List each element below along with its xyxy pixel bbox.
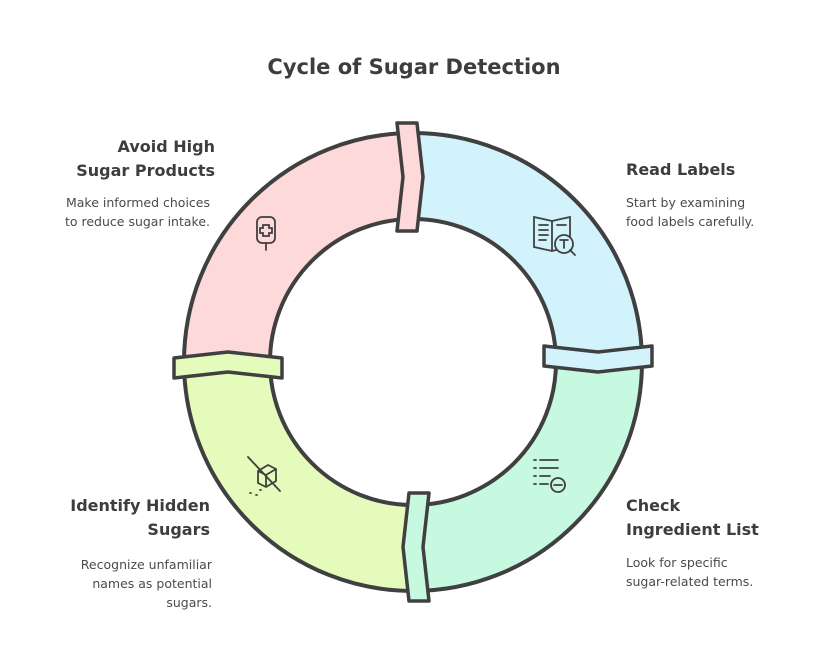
diagram-title: Cycle of Sugar Detection [267, 55, 561, 79]
desc-line: to reduce sugar intake. [64, 214, 210, 229]
desc-line: sugars. [166, 595, 212, 610]
inner-ring-outline [268, 217, 558, 507]
desc-line: Make informed choices [65, 195, 210, 210]
connector-chevron [172, 350, 284, 380]
connector-top [395, 121, 425, 233]
title-line: Check [626, 496, 681, 515]
connector-bottom [401, 491, 431, 603]
desc-line: names as potential [92, 576, 212, 591]
title-line: Read Labels [626, 160, 736, 179]
connector-chevron [395, 121, 425, 233]
title-line: Sugars [147, 520, 210, 539]
title-line: Avoid High [117, 137, 215, 156]
segment-avoid-high-sugar [184, 133, 413, 362]
list-minus-icon [533, 459, 566, 493]
step-read-labels-title: Read Labels [626, 158, 735, 182]
desc-line: food labels carefully. [626, 214, 755, 229]
connector-right [542, 344, 654, 374]
step-hidden-sugars-desc: Recognize unfamiliar names as potential su… [81, 555, 212, 612]
iv-bag-icon [256, 216, 276, 251]
desc-line: Look for specific [626, 555, 728, 570]
desc-line: sugar-related terms. [626, 574, 754, 589]
step-read-labels-desc: Start by examining food labels carefully. [626, 193, 754, 231]
connector-left [172, 350, 284, 380]
title-line: Identify Hidden [70, 496, 210, 515]
desc-line: Start by examining [626, 195, 746, 210]
book-magnifier-icon [533, 215, 576, 256]
step-avoid-high-sugar-desc: Make informed choices to reduce sugar int… [65, 193, 210, 231]
connector-chevron [401, 491, 431, 603]
segment-check-ingredients [413, 362, 642, 591]
title-line: Sugar Products [76, 161, 215, 180]
step-check-ingredients-desc: Look for specific sugar-related terms. [626, 553, 753, 591]
title-line: Ingredient List [626, 520, 759, 539]
hidden-cube-icon [247, 456, 281, 496]
desc-line: Recognize unfamiliar [80, 557, 212, 572]
segment-hidden-sugars [184, 362, 413, 591]
connector-chevron [542, 344, 654, 374]
segment-read-labels [413, 133, 642, 362]
